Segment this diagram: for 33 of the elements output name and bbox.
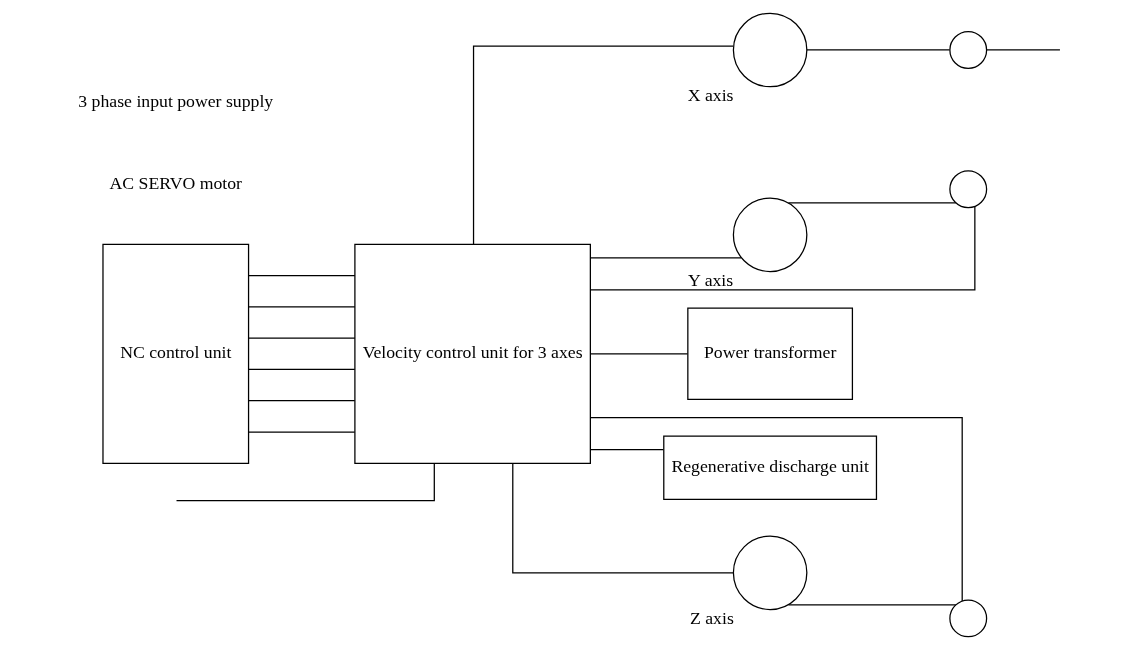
connector [247, 368, 355, 371]
connector [247, 274, 355, 277]
connector [787, 604, 956, 606]
connector [589, 257, 742, 259]
node-circle [948, 599, 987, 638]
connector [589, 353, 688, 355]
connector [985, 49, 1061, 51]
node-circle [732, 12, 807, 88]
connector [247, 400, 355, 402]
connector [589, 206, 975, 291]
node-box: Regenerative discharge unit [662, 435, 877, 500]
connector [247, 337, 355, 339]
node-circle [948, 31, 987, 69]
node-circle [732, 197, 807, 273]
node-box: Power transformer [686, 307, 853, 400]
connector [589, 449, 664, 451]
node-label: Y axis [687, 269, 733, 290]
node-circle [732, 535, 807, 611]
connector [247, 431, 355, 433]
connector [472, 45, 734, 245]
connector [589, 417, 963, 602]
connector [175, 462, 435, 502]
node-circle [948, 170, 987, 209]
connector [805, 49, 950, 51]
connector [247, 306, 355, 308]
node-box: NC control unit [101, 243, 249, 464]
node-label: Z axis [689, 607, 734, 628]
label: 3 phase input power supply [77, 90, 273, 111]
label: AC SERVO motor [109, 172, 242, 193]
connector [511, 463, 734, 574]
node-label: X axis [687, 84, 734, 105]
connector [787, 202, 956, 204]
node-box: Velocity control unit for 3 axes [353, 243, 591, 464]
